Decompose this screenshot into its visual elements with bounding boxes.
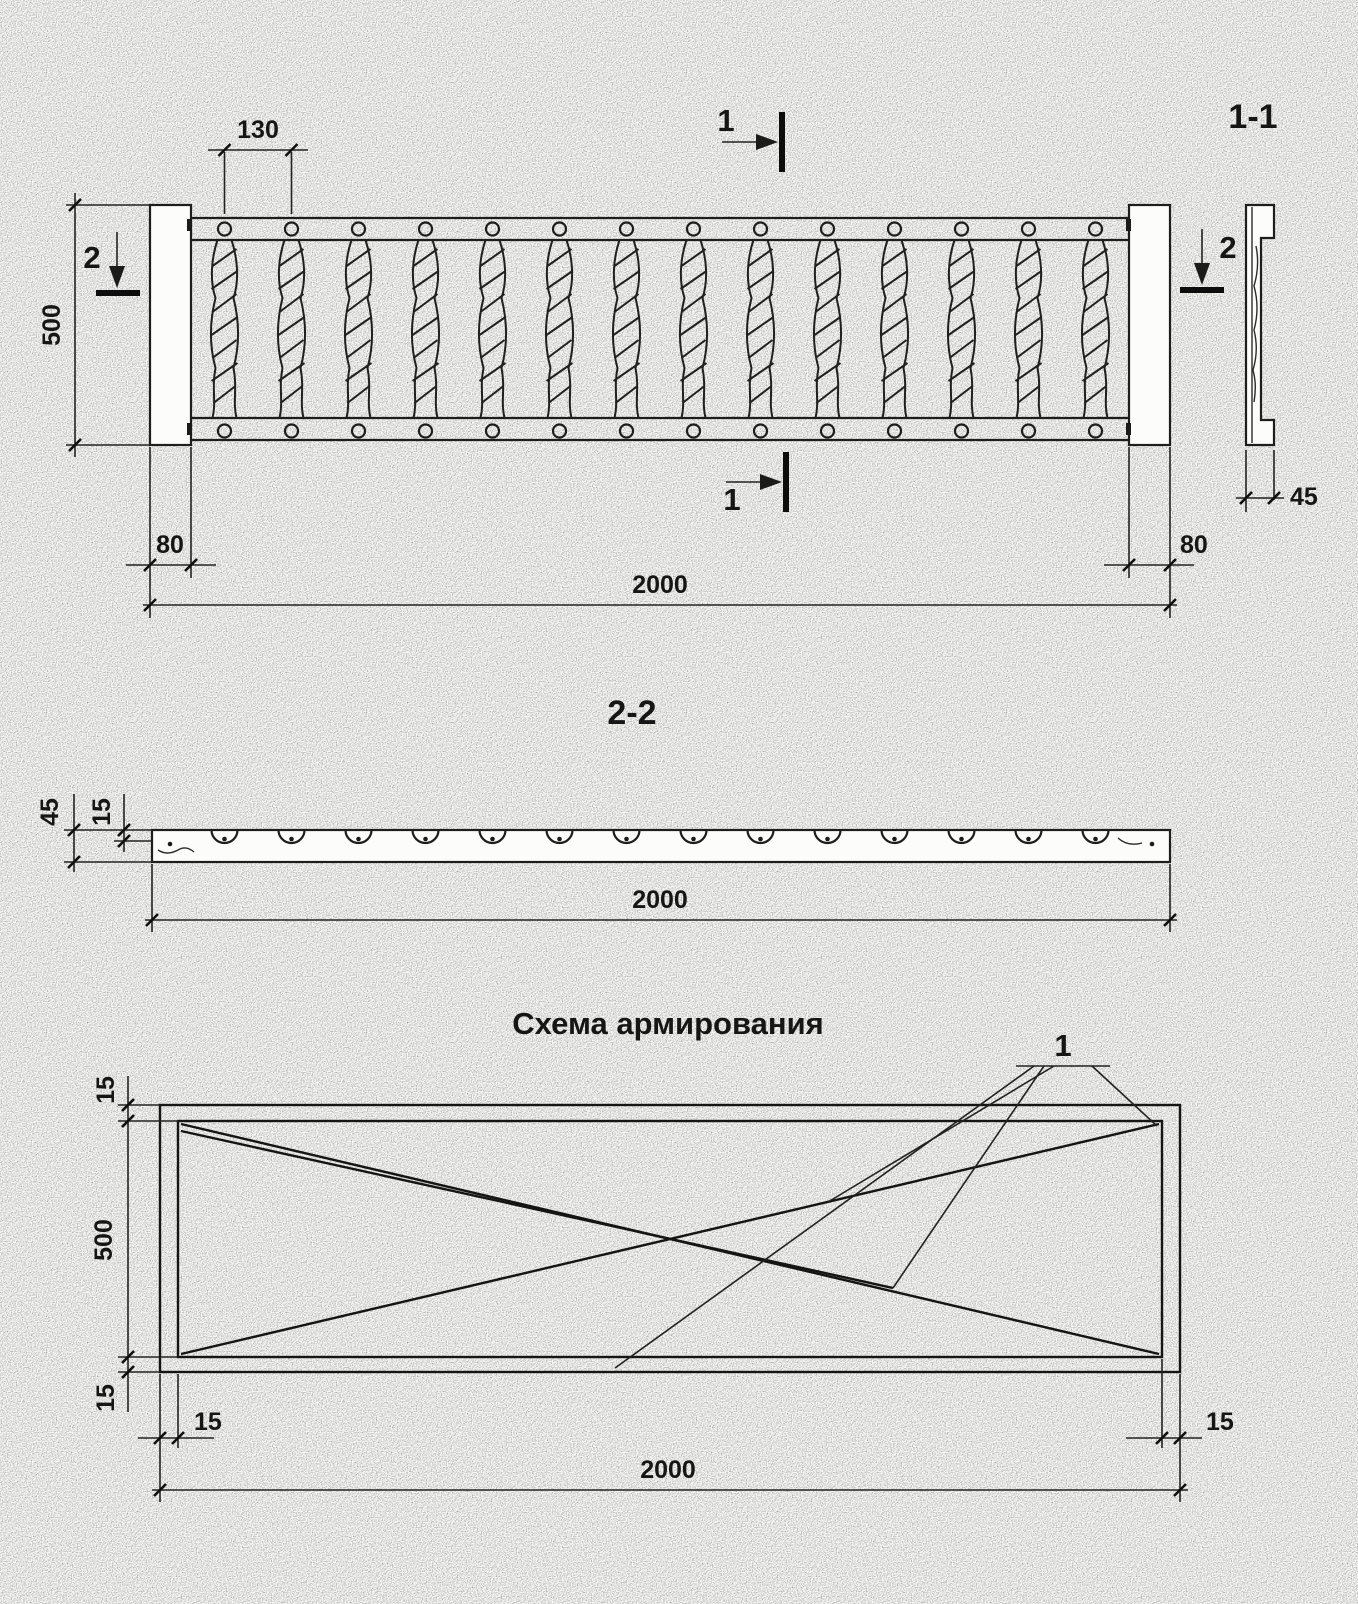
reinforcement-title: Схема армирования — [512, 1006, 823, 1041]
elevation-view: 130 1 1 2 2 — [38, 103, 1237, 618]
dim-thickness-label: 45 — [1290, 483, 1318, 511]
dim-section-length: 2000 — [145, 864, 1177, 932]
section-1-1-view: 1-1 45 — [1228, 98, 1318, 512]
section-cut-2-left-label: 2 — [83, 240, 100, 275]
rebar-frame — [176, 1119, 1164, 1359]
right-post — [1127, 203, 1172, 447]
dim-reinf-left-stack: 15 500 15 — [90, 1076, 178, 1412]
section-cut-2-right: 2 — [1180, 229, 1237, 293]
dim-offset-left-label: 15 — [194, 1408, 222, 1436]
dim-post-right: 80 — [1104, 531, 1208, 572]
baluster-sections — [157, 829, 1155, 854]
dim-offset-right: 15 — [1126, 1359, 1234, 1502]
bottom-holes — [216, 423, 1104, 439]
extension-lines — [149, 447, 1171, 618]
dim-reinf-height-label: 500 — [90, 1219, 118, 1261]
dim-height-label: 500 — [38, 304, 66, 346]
dim-recess-label: 15 — [88, 798, 116, 826]
section-cut-1-bottom-label: 1 — [723, 482, 740, 517]
dim-hole-spacing-label: 130 — [237, 116, 279, 144]
dim-offset-right-label: 15 — [1206, 1408, 1234, 1436]
rebar-callout-label: 1 — [1054, 1028, 1071, 1063]
dim-length-label: 2000 — [632, 571, 688, 599]
section-cut-1-top-label: 1 — [717, 103, 734, 138]
section-cut-1-top: 1 — [717, 103, 785, 172]
rebar-diagonals — [180, 1122, 1160, 1356]
reinforcement-view: Схема армирования 1 15 — [90, 1006, 1234, 1502]
section-cut-1-bottom: 1 — [723, 452, 789, 517]
dim-offset-left: 15 — [138, 1374, 222, 1502]
panel-outline — [158, 1103, 1182, 1374]
dim-height: 500 — [38, 193, 150, 457]
rail-plan — [150, 828, 1172, 864]
dim-rail-thickness: 45 15 — [36, 794, 152, 872]
dim-thickness: 45 — [1236, 450, 1318, 512]
section-2-2-view: 2-2 — [36, 694, 1177, 932]
dim-post-right-label: 80 — [1180, 531, 1208, 559]
dim-reinf-length: 2000 — [152, 1456, 1188, 1497]
dim-offset-bottom-label: 15 — [92, 1384, 120, 1412]
dim-hole-spacing: 130 — [208, 116, 308, 214]
section-2-2-title: 2-2 — [607, 694, 656, 732]
rebar-callout: 1 — [614, 1028, 1158, 1369]
dim-section-length-label: 2000 — [632, 886, 688, 914]
dim-length: 2000 — [143, 571, 1177, 612]
section-1-1-title: 1-1 — [1228, 98, 1277, 136]
top-holes — [216, 221, 1104, 237]
left-post — [148, 203, 193, 447]
panel-profile — [1244, 203, 1276, 447]
dim-post-left: 80 — [126, 531, 216, 572]
dim-reinf-length-label: 2000 — [640, 1456, 696, 1484]
dim-offset-top-label: 15 — [92, 1076, 120, 1104]
section-cut-2-right-label: 2 — [1219, 230, 1236, 265]
dim-rail-thickness-label: 45 — [36, 798, 64, 826]
section-cut-2-left: 2 — [83, 232, 140, 296]
dim-post-left-label: 80 — [156, 531, 184, 559]
